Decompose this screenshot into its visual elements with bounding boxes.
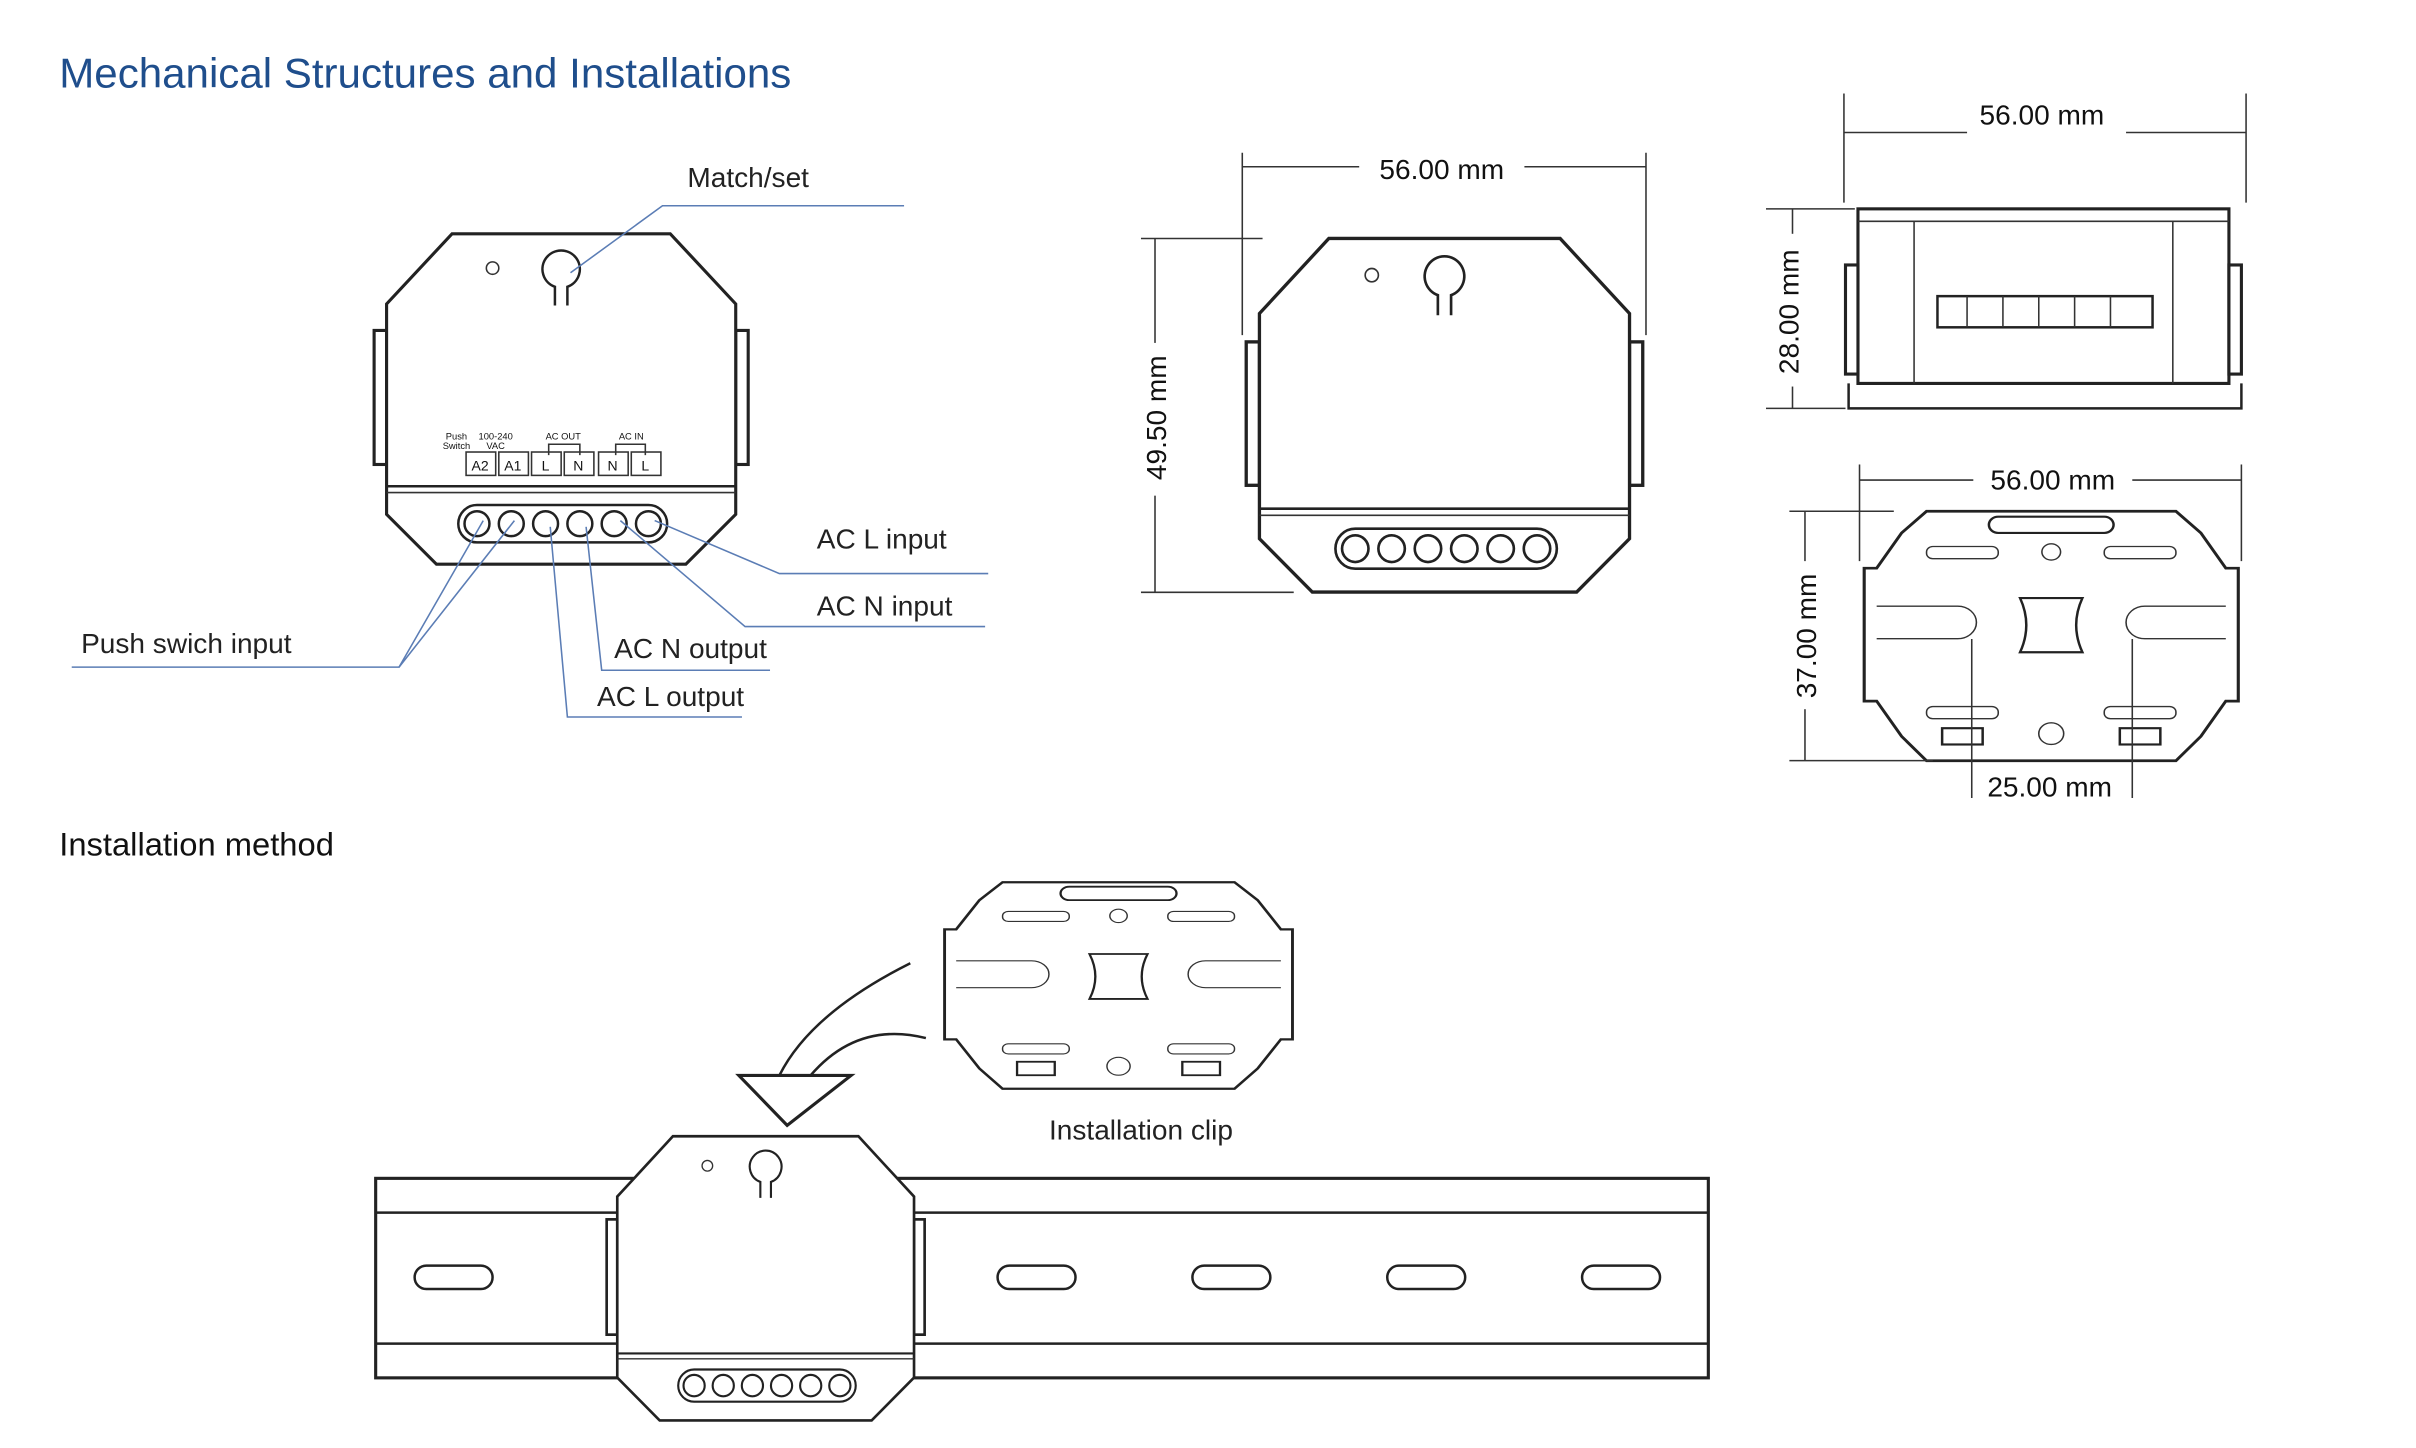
terminal-out-l: L (542, 458, 550, 474)
svg-text:AC OUT: AC OUT (546, 432, 582, 442)
device-on-rail (605, 1134, 926, 1422)
callout-ac-n-output: AC N output (614, 633, 767, 664)
callout-push-switch-input: Push swich input (81, 628, 292, 659)
svg-text:Push: Push (446, 432, 467, 442)
terminal-in-n: N (608, 458, 618, 474)
page-title: Mechanical Structures and Installations (59, 49, 791, 96)
dim-clip-hole-spacing: 25.00 mm (1987, 771, 2112, 802)
terminal-a2: A2 (472, 458, 489, 474)
terminal-block: Push Switch 100-240 VAC AC OUT AC IN A2 … (443, 432, 662, 477)
device-front-dimensioned: 56.00 mm 49.50 mm (1141, 152, 1647, 594)
device-front-annotated: Push Switch 100-240 VAC AC OUT AC IN A2 … (71, 162, 989, 718)
din-rail (374, 1176, 1710, 1380)
svg-text:VAC: VAC (486, 441, 505, 451)
dim-clip-width: 56.00 mm (1990, 464, 2115, 495)
callout-ac-l-input: AC L input (817, 524, 947, 555)
dim-clip-height: 37.00 mm (1791, 574, 1822, 699)
callout-ac-n-input: AC N input (817, 591, 953, 622)
dim-side-width: 56.00 mm (1980, 100, 2105, 131)
installation-heading: Installation method (59, 826, 334, 863)
dim-side-height: 28.00 mm (1774, 249, 1805, 374)
installation-clip-label: Installation clip (1049, 1114, 1233, 1145)
device-side-view: 56.00 mm 28.00 mm (1766, 93, 2247, 410)
svg-text:AC IN: AC IN (619, 432, 644, 442)
installation-clip: Installation clip (943, 880, 1294, 1145)
svg-text:Switch: Switch (443, 441, 471, 451)
callout-match-set: Match/set (687, 162, 809, 193)
dim-front-height: 49.50 mm (1141, 355, 1172, 480)
terminal-out-n: N (573, 458, 583, 474)
dim-front-width: 56.00 mm (1379, 154, 1504, 185)
install-arrow-icon (735, 962, 927, 1128)
callout-ac-l-output: AC L output (597, 681, 744, 712)
svg-text:100-240: 100-240 (479, 432, 513, 442)
terminal-in-l: L (641, 458, 649, 474)
clip-dimensioned: 56.00 mm 37.00 mm 25.00 mm (1789, 464, 2243, 802)
terminal-a1: A1 (504, 458, 521, 474)
